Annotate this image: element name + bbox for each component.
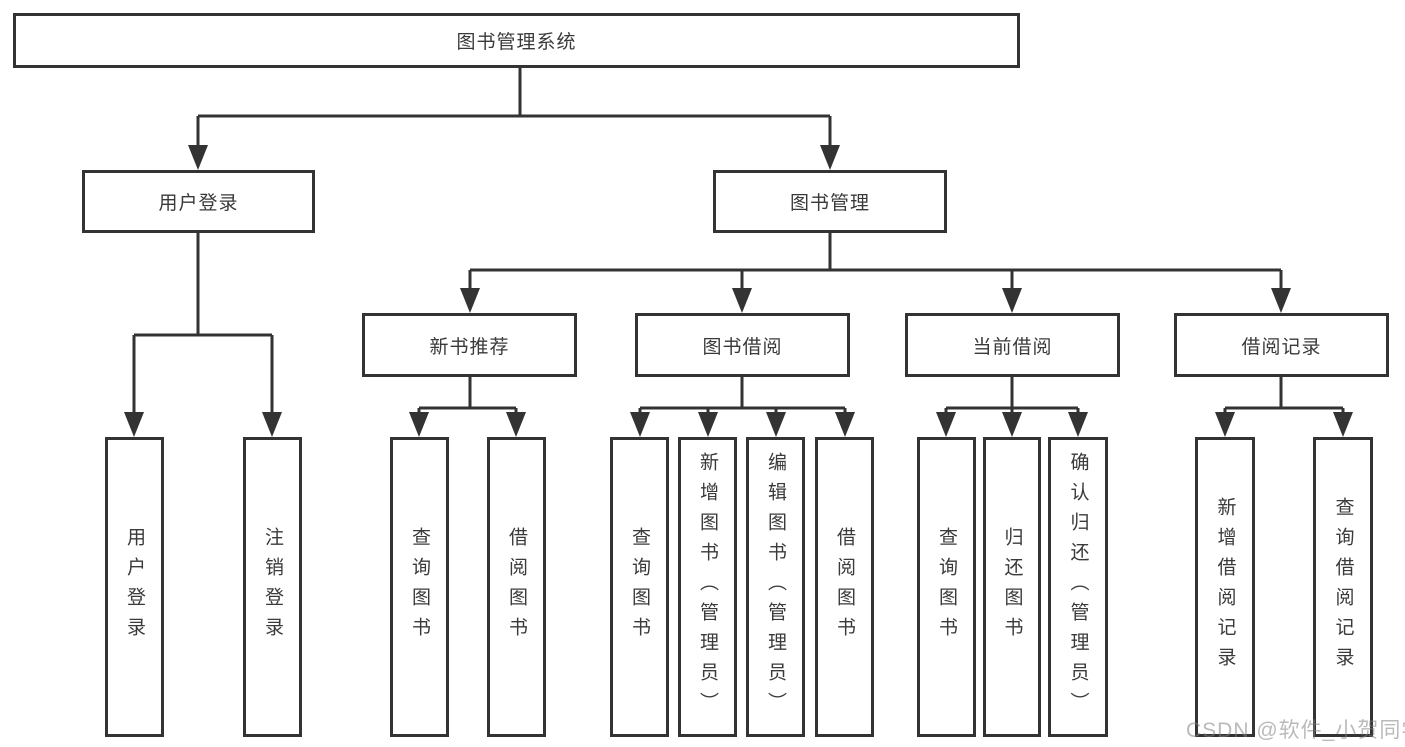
node-label: 查询借阅记录: [1332, 497, 1354, 677]
node-book-borrowing: 图书借阅: [635, 313, 850, 377]
leaf-query-borrow-record: 查询借阅记录: [1313, 437, 1373, 737]
arrow-down-icon: [506, 412, 526, 437]
node-label: 借阅图书: [506, 527, 527, 647]
node-label: 借阅记录: [1241, 336, 1322, 358]
arrow-down-icon: [936, 412, 956, 437]
leaf-borrow-books: 借阅图书: [815, 437, 874, 737]
node-label: 图书借阅: [702, 336, 783, 358]
node-root-book-management-system: 图书管理系统: [13, 13, 1020, 68]
node-label: 当前借阅: [972, 336, 1053, 358]
arrow-down-icon: [732, 288, 752, 313]
arrow-down-icon: [698, 412, 718, 437]
node-label: 注销登录: [262, 527, 283, 647]
connector-current-borrow-to-leaves: [936, 377, 1088, 437]
connector-book-borrow-to-leaves: [630, 377, 855, 437]
arrow-down-icon: [188, 145, 208, 170]
arrow-down-icon: [1271, 288, 1291, 313]
connector-book-management-to-level3: [460, 233, 1291, 313]
leaf-add-books-admin: 新增图书（管理员）: [678, 437, 737, 737]
leaf-return-books: 归还图书: [983, 437, 1041, 737]
arrow-down-icon: [1215, 412, 1235, 437]
arrow-down-icon: [262, 412, 282, 437]
arrow-down-icon: [124, 412, 144, 437]
connector-new-book-to-leaves: [409, 377, 526, 437]
node-label: 用户登录: [158, 193, 239, 214]
node-label: 用户登录: [124, 527, 145, 647]
connector-user-login-to-leaves: [124, 233, 282, 437]
leaf-query-books-borrow: 查询图书: [610, 437, 669, 737]
node-label: 查询图书: [629, 527, 650, 647]
leaf-edit-books-admin: 编辑图书（管理员）: [746, 437, 805, 737]
node-borrowing-records: 借阅记录: [1174, 313, 1389, 377]
leaf-add-borrow-record: 新增借阅记录: [1195, 437, 1255, 737]
node-label: 归还图书: [1001, 527, 1023, 647]
arrow-down-icon: [1002, 288, 1022, 313]
leaf-borrow-books-recommend: 借阅图书: [487, 437, 546, 737]
node-label: 图书管理: [789, 193, 870, 214]
arrow-down-icon: [835, 412, 855, 437]
node-label: 图书管理系统: [456, 32, 577, 53]
leaf-query-books-current: 查询图书: [917, 437, 976, 737]
node-label: 新增图书（管理员）: [697, 452, 718, 722]
arrow-down-icon: [766, 412, 786, 437]
arrow-down-icon: [409, 412, 429, 437]
connector-root-to-level2: [188, 67, 840, 170]
node-label: 借阅图书: [834, 527, 855, 647]
arrow-down-icon: [1068, 412, 1088, 437]
arrow-down-icon: [630, 412, 650, 437]
arrow-down-icon: [1002, 412, 1022, 437]
leaf-query-books-recommend: 查询图书: [390, 437, 449, 737]
node-label: 编辑图书（管理员）: [765, 452, 786, 722]
node-current-borrowing: 当前借阅: [905, 313, 1120, 377]
node-label: 查询图书: [409, 527, 430, 647]
arrow-down-icon: [460, 288, 480, 313]
node-label: 新增借阅记录: [1214, 497, 1236, 677]
node-new-book-recommendation: 新书推荐: [362, 313, 577, 377]
arrow-down-icon: [820, 145, 840, 170]
node-label: 新书推荐: [429, 336, 510, 358]
leaf-logout: 注销登录: [243, 437, 302, 737]
node-user-login: 用户登录: [82, 170, 315, 233]
node-book-management: 图书管理: [713, 170, 947, 233]
csdn-watermark: CSDN @软件_小贺同学: [1186, 719, 1405, 742]
connector-borrow-records-to-leaves: [1215, 377, 1353, 437]
arrow-down-icon: [1333, 412, 1353, 437]
node-label: 查询图书: [936, 527, 957, 647]
node-label: 确认归还（管理员）: [1067, 452, 1089, 722]
leaf-user-login: 用户登录: [105, 437, 164, 737]
leaf-confirm-return-admin: 确认归还（管理员）: [1048, 437, 1108, 737]
